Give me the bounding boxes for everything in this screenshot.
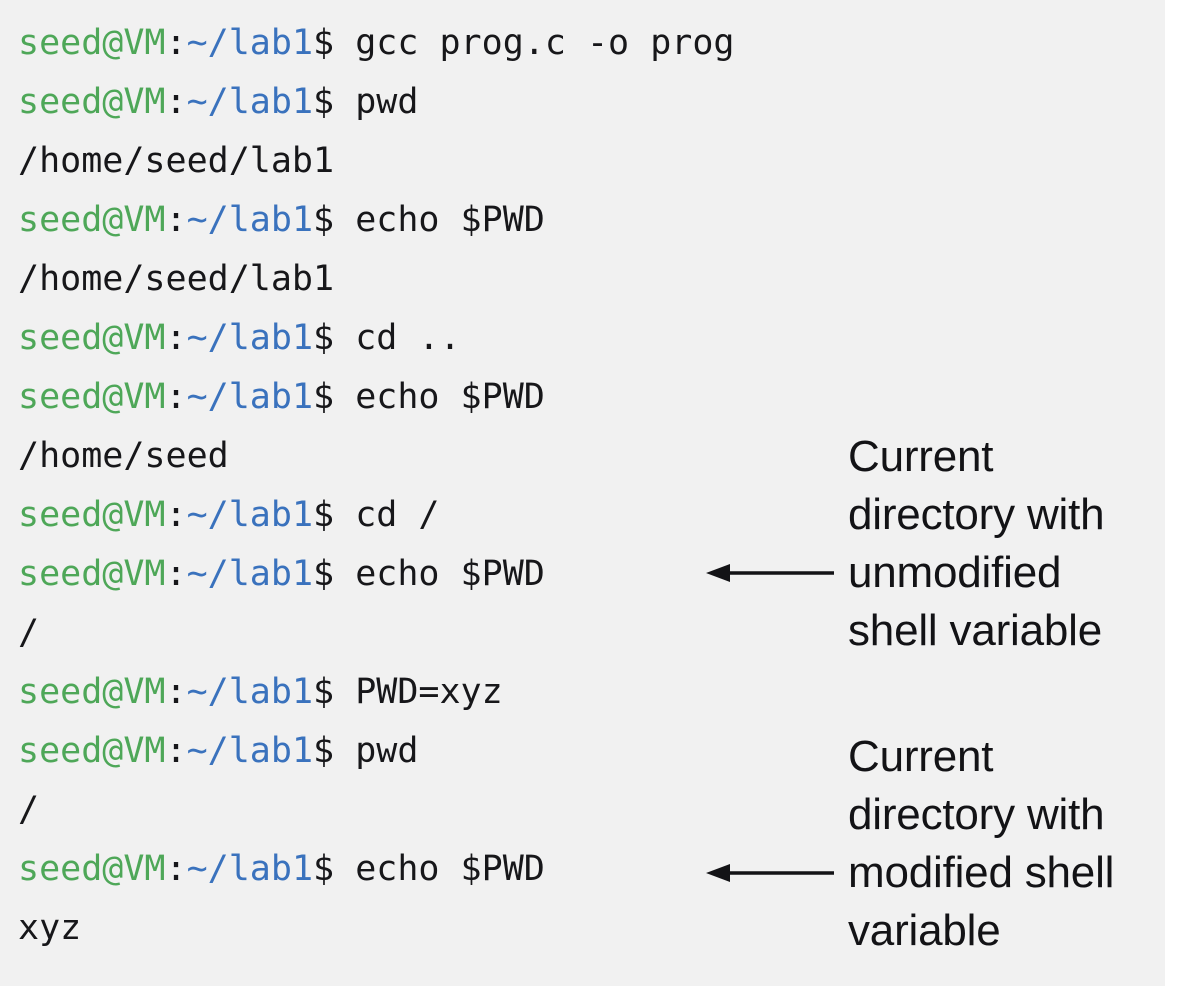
prompt-path: ~/lab1 <box>186 377 314 417</box>
terminal-command-line: seed@VM:~/lab1$ gcc prog.c -o prog <box>18 14 1158 73</box>
terminal-command-text: cd / <box>355 495 440 535</box>
prompt-user-host: seed@VM <box>18 82 166 122</box>
prompt-colon: : <box>165 672 187 712</box>
terminal-command-text: echo $PWD <box>355 200 545 240</box>
terminal-output-text: /home/seed/lab1 <box>18 259 335 299</box>
prompt-user-host: seed@VM <box>18 318 166 358</box>
prompt-user-host: seed@VM <box>18 495 166 535</box>
annotation-unmodified-shell-variable: Current directory with unmodified shell … <box>848 432 1105 655</box>
prompt-sigil: $ <box>313 23 356 63</box>
terminal-output-text: /home/seed <box>18 436 229 476</box>
terminal-output-text: / <box>18 790 40 830</box>
terminal-command-text: cd .. <box>355 318 461 358</box>
terminal-command-line: seed@VM:~/lab1$ cd / <box>18 486 1158 545</box>
terminal-command-text: echo $PWD <box>355 849 545 889</box>
prompt-colon: : <box>165 318 187 358</box>
prompt-sigil: $ <box>313 495 356 535</box>
callout-arrow-unmodified <box>704 561 834 585</box>
terminal-command-line: seed@VM:~/lab1$ pwd <box>18 73 1158 132</box>
terminal-output-line: / <box>18 781 1158 840</box>
prompt-colon: : <box>165 495 187 535</box>
prompt-user-host: seed@VM <box>18 23 166 63</box>
terminal-command-text: echo $PWD <box>355 377 545 417</box>
terminal-command-line: seed@VM:~/lab1$ echo $PWD <box>18 840 1158 899</box>
terminal-command-text: echo $PWD <box>355 554 545 594</box>
prompt-sigil: $ <box>313 849 356 889</box>
prompt-path: ~/lab1 <box>186 554 314 594</box>
prompt-user-host: seed@VM <box>18 200 166 240</box>
prompt-sigil: $ <box>313 672 356 712</box>
terminal-command-text: gcc prog.c -o prog <box>355 23 735 63</box>
terminal-command-line: seed@VM:~/lab1$ cd .. <box>18 309 1158 368</box>
prompt-user-host: seed@VM <box>18 554 166 594</box>
prompt-path: ~/lab1 <box>186 495 314 535</box>
terminal-command-line: seed@VM:~/lab1$ echo $PWD <box>18 191 1158 250</box>
prompt-sigil: $ <box>313 318 356 358</box>
prompt-colon: : <box>165 554 187 594</box>
terminal-command-text: PWD=xyz <box>355 672 503 712</box>
terminal-command-text: pwd <box>355 82 419 122</box>
prompt-path: ~/lab1 <box>186 731 314 771</box>
terminal-output-line: /home/seed/lab1 <box>18 132 1158 191</box>
prompt-user-host: seed@VM <box>18 731 166 771</box>
terminal-command-line: seed@VM:~/lab1$ PWD=xyz <box>18 663 1158 722</box>
prompt-colon: : <box>165 849 187 889</box>
terminal-command-line: seed@VM:~/lab1$ echo $PWD <box>18 368 1158 427</box>
prompt-path: ~/lab1 <box>186 23 314 63</box>
annotation-modified-shell-variable: Current directory with modified shell va… <box>848 732 1115 955</box>
prompt-path: ~/lab1 <box>186 200 314 240</box>
terminal-output-line: /home/seed/lab1 <box>18 250 1158 309</box>
prompt-user-host: seed@VM <box>18 377 166 417</box>
prompt-colon: : <box>165 200 187 240</box>
prompt-path: ~/lab1 <box>186 318 314 358</box>
terminal-command-text: pwd <box>355 731 419 771</box>
prompt-path: ~/lab1 <box>186 82 314 122</box>
terminal-command-line: seed@VM:~/lab1$ echo $PWD <box>18 545 1158 604</box>
prompt-sigil: $ <box>313 377 356 417</box>
prompt-sigil: $ <box>313 200 356 240</box>
terminal-output-text: /home/seed/lab1 <box>18 141 335 181</box>
prompt-sigil: $ <box>313 554 356 594</box>
terminal-output-line: / <box>18 604 1158 663</box>
terminal-command-line: seed@VM:~/lab1$ pwd <box>18 722 1158 781</box>
prompt-path: ~/lab1 <box>186 672 314 712</box>
prompt-user-host: seed@VM <box>18 849 166 889</box>
prompt-colon: : <box>165 23 187 63</box>
callout-arrow-modified <box>704 861 834 885</box>
terminal-output-line: /home/seed <box>18 427 1158 486</box>
terminal-output-text: xyz <box>18 908 82 948</box>
prompt-sigil: $ <box>313 731 356 771</box>
prompt-colon: : <box>165 82 187 122</box>
prompt-colon: : <box>165 731 187 771</box>
prompt-colon: : <box>165 377 187 417</box>
prompt-sigil: $ <box>313 82 356 122</box>
prompt-path: ~/lab1 <box>186 849 314 889</box>
prompt-user-host: seed@VM <box>18 672 166 712</box>
terminal-output-line: xyz <box>18 899 1158 958</box>
terminal-output-text: / <box>18 613 40 653</box>
